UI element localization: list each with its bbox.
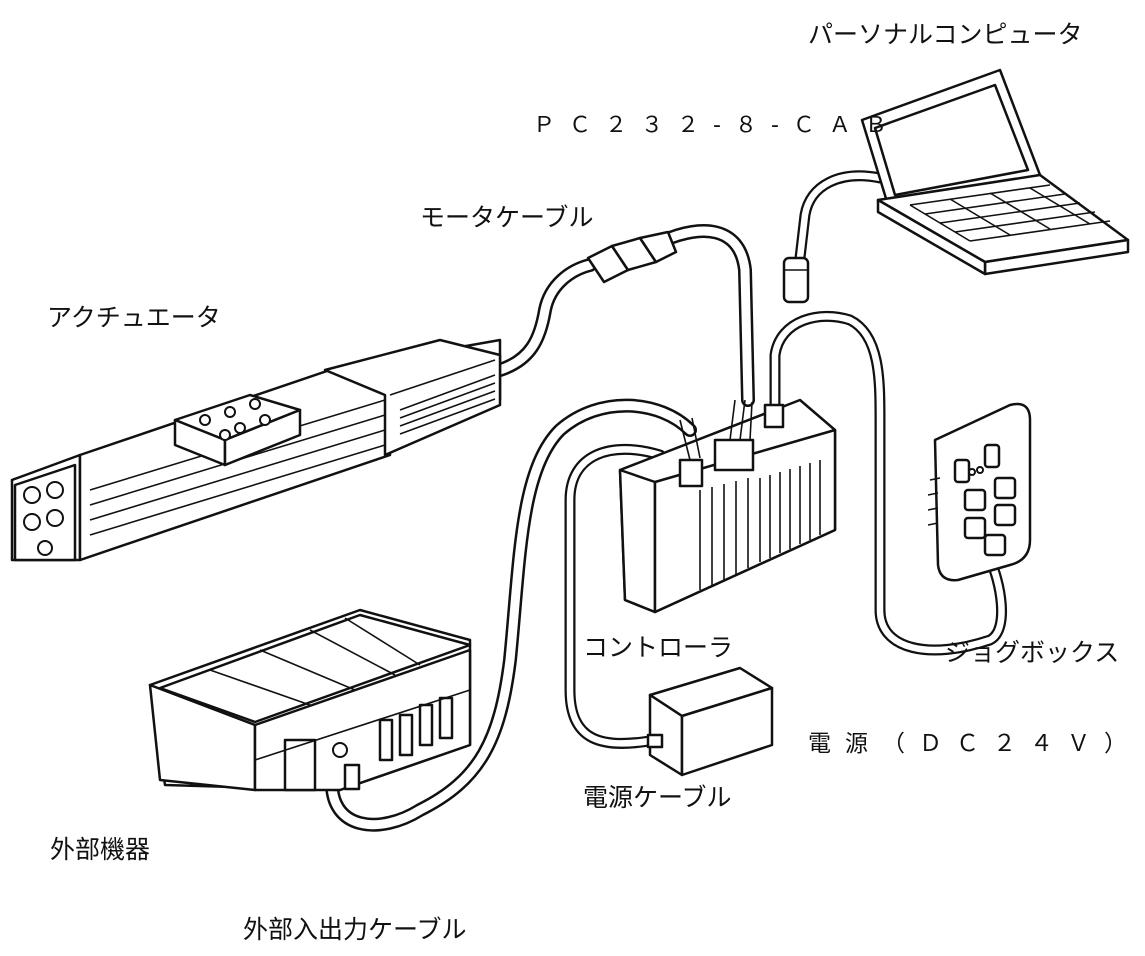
jog-box-illustration [927,402,1032,582]
external-device-illustration [148,608,472,792]
jog-box-cable [769,310,1008,656]
label-power-supply: 電源（ＤＣ２４Ｖ） [808,731,1141,757]
controller-illustration [618,398,837,614]
label-external-io-cable: 外部入出力ケーブル [243,915,467,944]
label-pc232-cable: ＰＣ２３２-８-ＣＡＢ [533,113,901,138]
pc232-cable [782,170,886,304]
label-motor-cable: モータケーブル [420,203,594,232]
power-cable [564,443,666,749]
motor-cable [493,224,755,407]
power-supply-illustration [646,666,774,777]
label-controller: コントローラ [583,633,734,662]
label-personal-computer: パーソナルコンピュータ [808,20,1083,49]
motor-cable-connector [586,230,678,284]
label-jog-box: ジョグボックス [945,638,1120,667]
actuator-illustration [10,338,502,562]
external-io-cable [324,398,697,832]
label-actuator: アクチュエータ [47,303,221,332]
label-external-device: 外部機器 [50,835,151,864]
laptop-illustration [860,68,1130,276]
label-power-cable: 電源ケーブル [583,783,732,812]
